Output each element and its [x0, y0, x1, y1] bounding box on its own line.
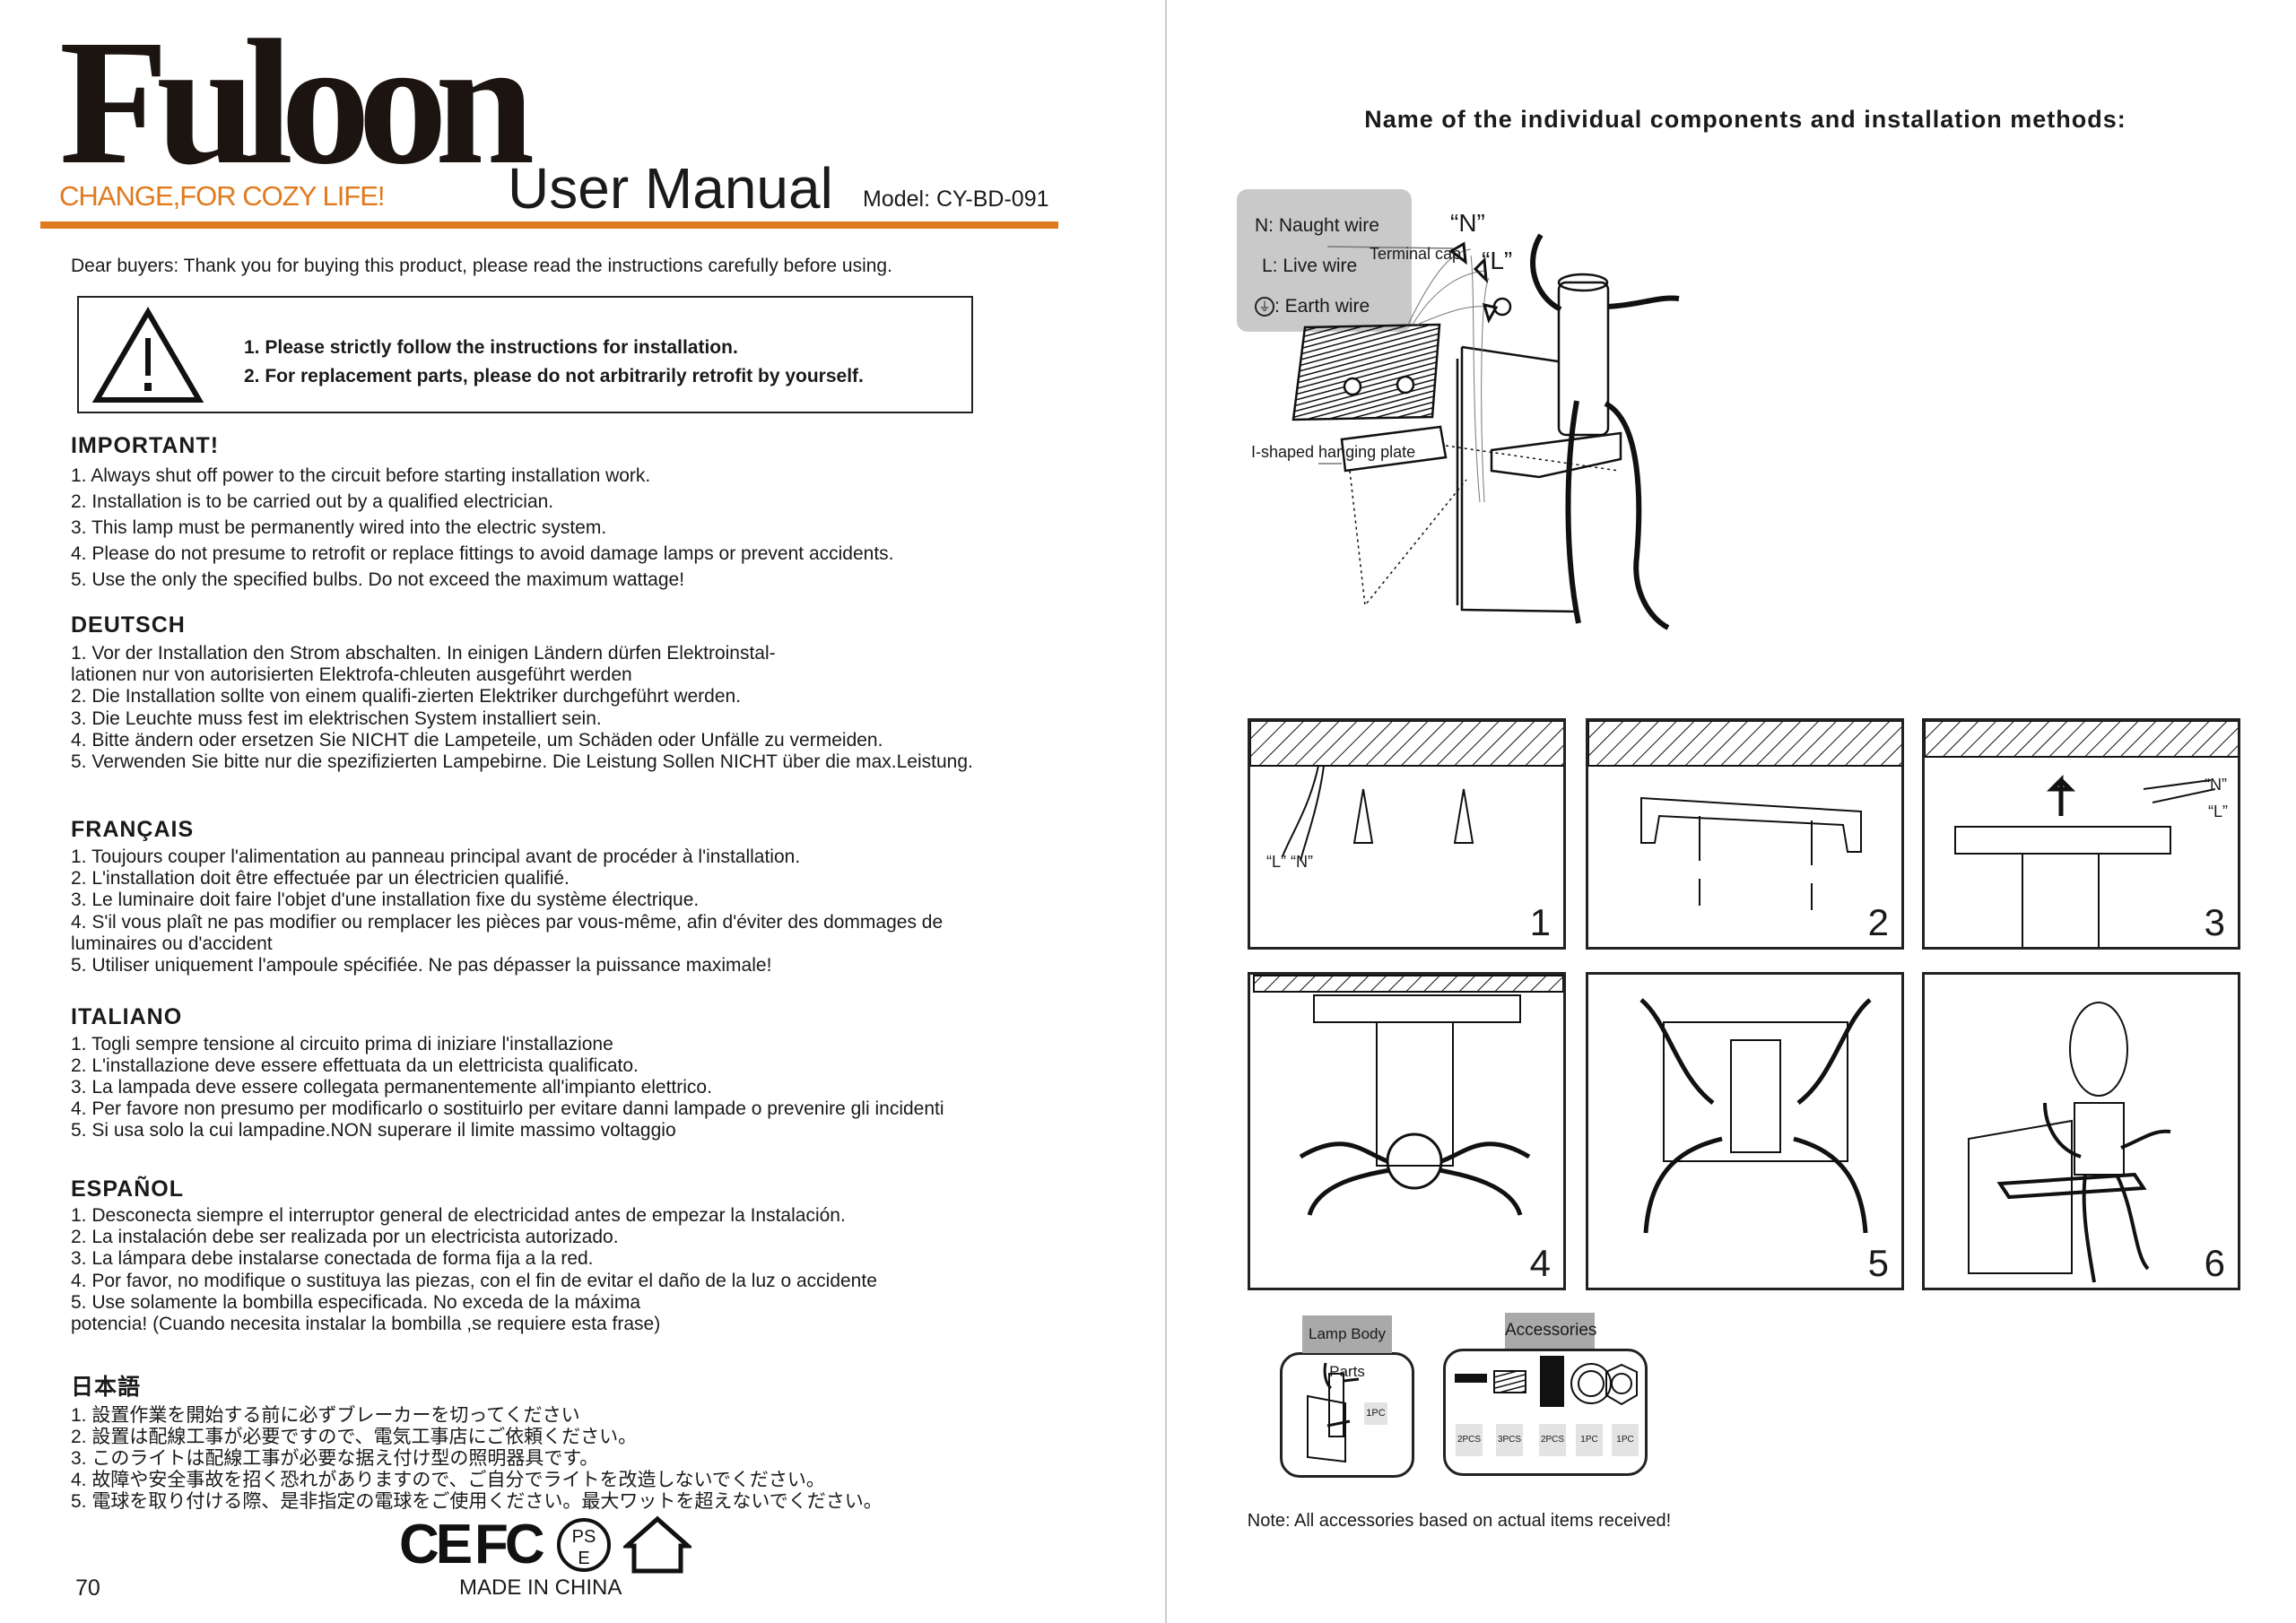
- instruction-line: 5. Use the only the specified bulbs. Do …: [71, 569, 685, 590]
- instruction-line: 5. Utiliser uniquement l'ampoule spécifi…: [71, 955, 772, 976]
- wire-note: “L” “N”: [1266, 853, 1313, 871]
- lamp-body-title: Lamp Body Parts: [1302, 1315, 1392, 1380]
- instruction-line: 5. 電球を取り付ける際、是非指定の電球をご使用ください。最大ワットを超えないで…: [71, 1491, 883, 1512]
- instruction-line: 2. Installation is to be carried out by …: [71, 491, 554, 512]
- terminal-cap-label: Terminal cap: [1370, 245, 1462, 263]
- instruction-line: 1. Vor der Installation den Strom abscha…: [71, 643, 776, 664]
- fcc-mark-icon: FC: [474, 1514, 545, 1575]
- made-in-china: MADE IN CHINA: [459, 1575, 622, 1600]
- live-label: “L”: [1482, 247, 1513, 274]
- step-number: 1: [1529, 900, 1551, 943]
- step-number: 2: [1867, 900, 1889, 943]
- step-panel-5: 5: [1586, 972, 1904, 1290]
- section-heading: ITALIANO: [71, 1004, 183, 1029]
- warning-line: 1. Please strictly follow the instructio…: [244, 337, 738, 358]
- instruction-line: 1. Always shut off power to the circuit …: [71, 465, 651, 486]
- earth-icon: ⏚: [1255, 297, 1274, 317]
- section-heading: DEUTSCH: [71, 612, 186, 638]
- step-number: 5: [1867, 1241, 1889, 1284]
- warning-triangle-icon: [91, 307, 204, 403]
- warning-box: 1. Please strictly follow the instructio…: [77, 296, 973, 413]
- instruction-line: 4. Per favore non presumo per modificarl…: [71, 1098, 944, 1119]
- intro-text: Dear buyers: Thank you for buying this p…: [71, 256, 892, 276]
- accessory-qty-wire-nut: 3PCS: [1496, 1424, 1523, 1456]
- certification-marks: CE FC PSE: [399, 1515, 695, 1575]
- page-divider: [1165, 0, 1167, 1623]
- neutral-label: “N”: [2205, 776, 2227, 794]
- instruction-line: 2. Die Installation sollte von einem qua…: [71, 686, 742, 707]
- lamp-body-box: [1280, 1352, 1414, 1478]
- accessory-qty-screw: 2PCS: [1456, 1424, 1483, 1456]
- legend-earth: ⏚: Earth wire: [1255, 286, 1412, 326]
- accessories-box: [1443, 1349, 1648, 1476]
- section-heading: 日本語: [71, 1375, 142, 1400]
- components-title: Name of the individual components and in…: [1364, 106, 2126, 133]
- instruction-line: potencia! (Cuando necesita instalar la b…: [71, 1314, 661, 1334]
- brand-logo: Fuloon: [59, 4, 535, 202]
- instruction-line: 2. La instalación debe ser realizada por…: [71, 1227, 619, 1248]
- page-number: 70: [75, 1575, 100, 1601]
- instruction-line: luminaires ou d'accident: [71, 933, 273, 954]
- accessory-qty-anchor: 2PCS: [1539, 1424, 1566, 1456]
- section-heading: IMPORTANT!: [71, 433, 220, 458]
- instruction-line: 4. Please do not presume to retrofit or …: [71, 543, 894, 564]
- orange-rule: [40, 221, 1058, 229]
- step-panel-6: 6: [1922, 972, 2240, 1290]
- model-number: Model: CY-BD-091: [863, 187, 1049, 212]
- instruction-line: 2. L'installation doit être effectuée pa…: [71, 868, 570, 890]
- lamp-body-qty: 1PC: [1364, 1402, 1387, 1425]
- legend-neutral: N: Naught wire: [1255, 215, 1379, 236]
- section-heading: ESPAÑOL: [71, 1176, 184, 1202]
- exploded-view: [1292, 233, 1680, 630]
- instruction-line: 2. 設置は配線工事が必要ですので、電気工事店にご依頼ください。: [71, 1427, 638, 1447]
- neutral-label: “N”: [1450, 209, 1485, 237]
- home-mark-icon: [623, 1515, 691, 1574]
- instruction-line: 3. La lampada deve essere collegata perm…: [71, 1077, 712, 1098]
- hanging-plate-label: I-shaped hanging plate: [1251, 443, 1416, 461]
- instruction-line: lationen nur von autorisierten Elektrofa…: [71, 664, 632, 686]
- instruction-line: 4. 故障や安全事故を招く恐れがありますので、ご自分でライトを改造しないでくださ…: [71, 1470, 825, 1490]
- legend-live: L: Live wire: [1262, 256, 1358, 276]
- instruction-line: 1. 設置作業を開始する前に必ずブレーカーを切ってください: [71, 1405, 580, 1426]
- step-panel-1: “L” “N” 1: [1248, 718, 1566, 950]
- step-number: 3: [2204, 900, 2225, 943]
- step-panel-2: 2: [1586, 718, 1904, 950]
- live-label: “L”: [2208, 803, 2228, 820]
- instruction-line: 2. L'installazione deve essere effettuat…: [71, 1055, 639, 1076]
- instruction-line: 4. S'il vous plaît ne pas modifier ou re…: [71, 911, 944, 933]
- instruction-line: 1. Toujours couper l'alimentation au pan…: [71, 846, 801, 867]
- instruction-line: 5. Use solamente la bombilla especificad…: [71, 1291, 640, 1313]
- step-panel-3: “N” “L” 3: [1922, 718, 2240, 950]
- instruction-line: 5. Verwenden Sie bitte nur die spezifizi…: [71, 751, 973, 772]
- instruction-line: 3. このライトは配線工事が必要な据え付け型の照明器具です。: [71, 1448, 599, 1469]
- instruction-line: 1. Togli sempre tensione al circuito pri…: [71, 1034, 613, 1055]
- instruction-line: 3. La lámpara debe instalarse conectada …: [71, 1248, 594, 1270]
- instruction-line: 3. Die Leuchte muss fest im elektrischen…: [71, 707, 602, 729]
- step-number: 4: [1529, 1241, 1551, 1284]
- instruction-line: 5. Si usa solo la cui lampadine.NON supe…: [71, 1120, 676, 1141]
- step-panel-4: 4: [1248, 972, 1566, 1290]
- brand-tagline: CHANGE,FOR COZY LIFE!: [59, 180, 386, 212]
- accessory-qty-hex-nut: 1PC: [1612, 1424, 1639, 1456]
- section-heading: FRANÇAIS: [71, 817, 195, 842]
- accessory-qty-lock-washer: 1PC: [1576, 1424, 1603, 1456]
- step-number: 6: [2204, 1241, 2225, 1284]
- ce-mark-icon: CE: [399, 1514, 473, 1575]
- instruction-line: 3. This lamp must be permanently wired i…: [71, 517, 607, 538]
- pse-mark-icon: PSE: [557, 1518, 611, 1572]
- warning-line: 2. For replacement parts, please do not …: [244, 366, 864, 386]
- accessories-note: Note: All accessories based on actual it…: [1247, 1511, 1672, 1531]
- instruction-line: 1. Desconecta siempre el interruptor gen…: [71, 1205, 846, 1226]
- instruction-line: 4. Por favor, no modifique o sustituya l…: [71, 1270, 877, 1291]
- earth-symbol-icon: [1492, 297, 1512, 317]
- wire-legend: N: Naught wire L: Live wire ⏚: Earth wir…: [1237, 189, 1412, 332]
- page-title: User Manual: [508, 156, 833, 221]
- instruction-line: 4. Bitte ändern oder ersetzen Sie NICHT …: [71, 729, 883, 751]
- accessories-title: Accessories: [1505, 1313, 1596, 1349]
- instruction-line: 3. Le luminaire doit faire l'objet d'une…: [71, 890, 700, 911]
